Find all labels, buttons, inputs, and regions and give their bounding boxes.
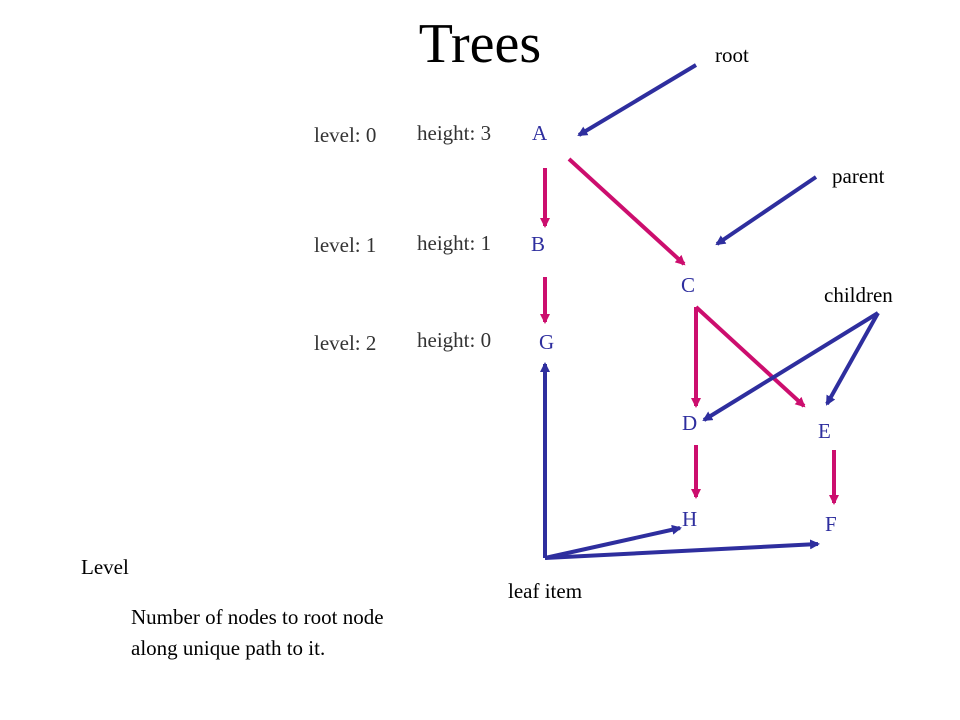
root-arrow [577, 63, 698, 137]
height-1-label: height: 1 [417, 231, 491, 255]
node-h: H [682, 507, 697, 531]
root-label: root [715, 43, 749, 67]
children-arrow-e [825, 312, 880, 406]
page-title: Trees [419, 13, 541, 75]
node-c: C [681, 273, 695, 297]
node-g: G [539, 330, 554, 354]
node-d: D [682, 411, 697, 435]
children-arrow-d [702, 311, 880, 422]
edge-c-e [694, 305, 806, 408]
level-0-label: level: 0 [314, 123, 376, 147]
node-e: E [818, 419, 831, 443]
node-b: B [531, 232, 545, 256]
definition-line-1: Number of nodes to root node [131, 605, 384, 629]
level-2-label: level: 2 [314, 331, 376, 355]
edge-a-c [567, 157, 686, 266]
leaf-item-label: leaf item [508, 579, 582, 603]
parent-arrow [715, 175, 818, 246]
leaf-arrow-f [544, 539, 820, 560]
level-1-label: level: 1 [314, 233, 376, 257]
height-3-label: height: 3 [417, 121, 491, 145]
height-0-label: height: 0 [417, 328, 491, 352]
definition-term: Level [81, 555, 129, 579]
parent-label: parent [832, 164, 885, 188]
definition-line-2: along unique path to it. [131, 636, 325, 660]
node-a: A [532, 121, 548, 145]
children-label: children [824, 283, 893, 307]
node-f: F [825, 512, 837, 536]
leaf-arrow-h [544, 524, 682, 560]
